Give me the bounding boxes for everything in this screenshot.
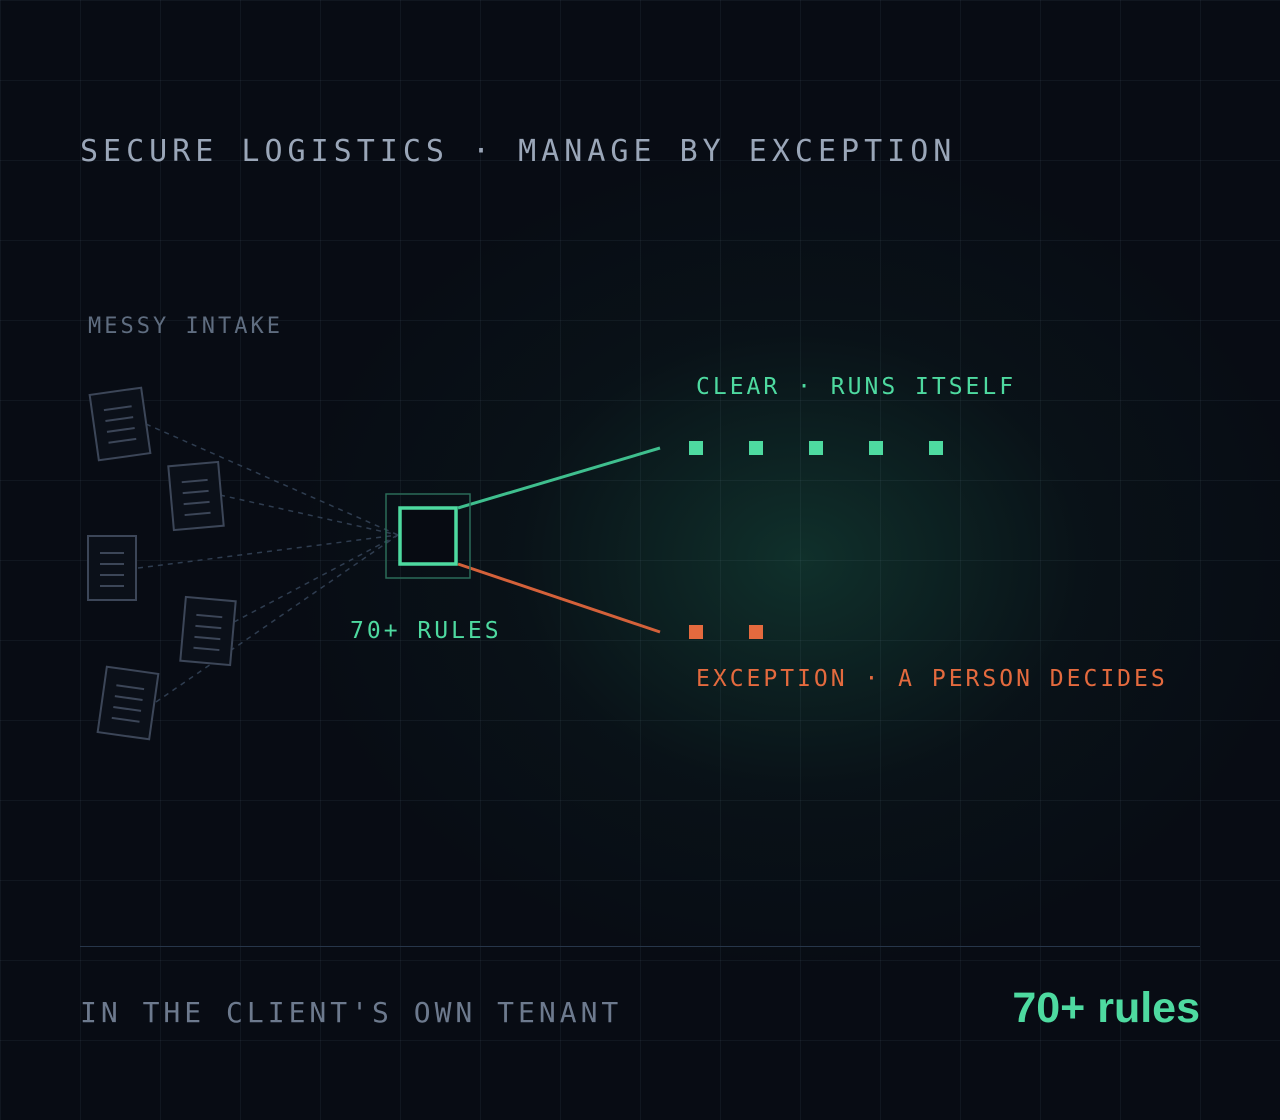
exception-branch-line	[457, 562, 661, 634]
exception-item-marker	[689, 625, 703, 639]
clear-item-marker	[929, 441, 943, 455]
clear-branch-label: CLEAR · RUNS ITSELF	[696, 374, 1017, 400]
rules-engine-label: 70+ RULES	[350, 618, 502, 644]
rules-engine-box	[385, 493, 471, 579]
intake-label: MESSY INTAKE	[88, 314, 283, 339]
footer-stat: 70+ rules	[1012, 984, 1200, 1032]
document-icon	[96, 665, 160, 741]
intake-connector	[137, 534, 399, 569]
intake-connector	[219, 494, 399, 536]
clear-item-marker	[689, 441, 703, 455]
document-icon	[179, 595, 237, 667]
clear-items	[689, 441, 943, 455]
intake-connector	[233, 534, 399, 623]
document-icon	[167, 460, 225, 532]
page-title: SECURE LOGISTICS · MANAGE BY EXCEPTION	[80, 134, 957, 169]
clear-item-marker	[809, 441, 823, 455]
footer-tagline: IN THE CLIENT'S OWN TENANT	[80, 996, 623, 1029]
intake-connectors	[137, 423, 399, 703]
exception-item-marker	[749, 625, 763, 639]
clear-item-marker	[869, 441, 883, 455]
exception-items	[689, 625, 763, 639]
intake-documents	[87, 386, 237, 741]
document-icon	[88, 386, 152, 462]
clear-branch-line	[457, 446, 661, 510]
clear-item-marker	[749, 441, 763, 455]
document-icon	[87, 535, 137, 601]
exception-branch-label: EXCEPTION · A PERSON DECIDES	[696, 666, 1168, 692]
footer-divider	[80, 946, 1200, 947]
